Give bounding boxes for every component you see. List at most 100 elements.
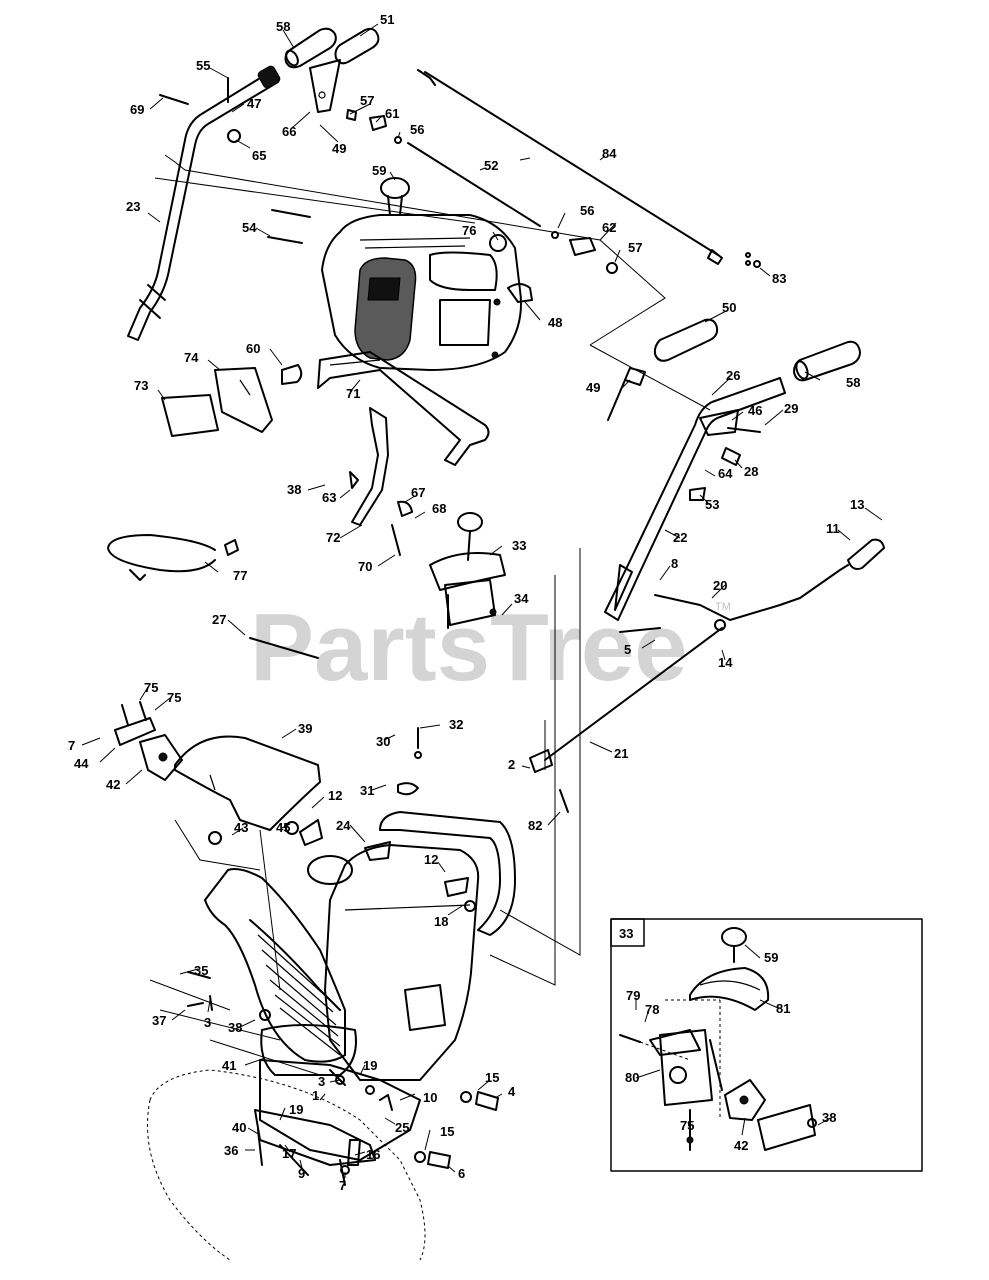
callout: 56 (410, 122, 424, 137)
callout: 33 (512, 538, 526, 553)
chute-deflector (114, 701, 321, 831)
callout: 66 (282, 124, 296, 139)
inset-callout: 81 (776, 1001, 790, 1016)
cable (249, 637, 319, 659)
callout: 30 (376, 734, 390, 749)
callout: 71 (346, 386, 360, 401)
handle-right-small-parts (689, 252, 761, 501)
callout: 67 (411, 485, 425, 500)
callout: 18 (434, 914, 448, 929)
watermark-text: PartsTree (250, 594, 688, 701)
inset-detail-33: 33 (610, 918, 923, 1172)
callout: 29 (784, 401, 798, 416)
inset-callout: 78 (645, 1002, 659, 1017)
upper-handle-right (604, 377, 786, 621)
callout: 48 (548, 315, 562, 330)
callout: 57 (628, 240, 642, 255)
callout: 3 (204, 1015, 211, 1030)
callout: 64 (718, 466, 733, 481)
callout: 8 (671, 556, 678, 571)
callout: 15 (485, 1070, 499, 1085)
callout: 82 (528, 818, 542, 833)
shift-rods (529, 538, 885, 813)
control-rods (407, 69, 723, 265)
callout: 12 (424, 852, 438, 867)
callout: 16 (366, 1147, 380, 1162)
callout: 49 (332, 141, 346, 156)
callout: 7 (68, 738, 75, 753)
shift-lever-assembly (429, 512, 506, 629)
callout: 72 (326, 530, 340, 545)
callout: 63 (322, 490, 336, 505)
callout: 75 (167, 690, 181, 705)
callout: 83 (772, 271, 786, 286)
callout: 31 (360, 783, 374, 798)
callout: 23 (126, 199, 140, 214)
callout: 47 (247, 96, 261, 111)
callout: 40 (232, 1120, 246, 1135)
callout: 36 (224, 1143, 238, 1158)
explosion-guides (149, 154, 711, 1076)
callout: 58 (276, 19, 290, 34)
chute-hardware (187, 727, 476, 1021)
handle-grip-left (284, 27, 337, 69)
callout: 54 (242, 220, 257, 235)
callout: 44 (74, 756, 89, 771)
inset-callout: 79 (626, 988, 640, 1003)
callout: 37 (152, 1013, 166, 1028)
housing-hardware (257, 1091, 499, 1186)
leader-lines (81, 23, 883, 1178)
callout: 34 (514, 591, 529, 606)
callout: 69 (130, 102, 144, 117)
callout: 14 (718, 655, 733, 670)
callout: 52 (484, 158, 498, 173)
callout: 58 (846, 375, 860, 390)
callout: 9 (298, 1166, 305, 1181)
callout: 26 (726, 368, 740, 383)
handle-grip-right (793, 340, 861, 382)
inset-callout: 38 (822, 1110, 836, 1125)
callout: 55 (196, 58, 210, 73)
inset-callout: 59 (764, 950, 778, 965)
callout: 57 (360, 93, 374, 108)
console-small-parts (159, 77, 761, 303)
callout: 7 (339, 1178, 346, 1193)
callout: 53 (705, 497, 719, 512)
callout: 35 (194, 963, 208, 978)
callout: 74 (184, 350, 199, 365)
callout: 50 (722, 300, 736, 315)
callout: 4 (508, 1084, 516, 1099)
callout: 60 (246, 341, 260, 356)
callout: 11 (826, 521, 840, 536)
callout: 59 (372, 163, 386, 178)
callout: 77 (233, 568, 247, 583)
inset-title: 33 (619, 926, 633, 941)
light-and-bracket (281, 351, 490, 466)
callout: 62 (602, 220, 616, 235)
callout: 27 (212, 612, 226, 627)
upper-handle-left (127, 65, 281, 341)
callout: 1 (312, 1088, 319, 1103)
callout: 13 (850, 497, 864, 512)
callout: 39 (298, 721, 312, 736)
callout: 41 (222, 1058, 236, 1073)
inset-callout: 80 (625, 1070, 639, 1085)
callout: 17 (282, 1146, 296, 1161)
callout: 73 (134, 378, 148, 393)
inset-callout: 42 (734, 1138, 748, 1153)
callout: 38 (287, 482, 301, 497)
callout: 25 (395, 1120, 409, 1135)
callout: 70 (358, 559, 372, 574)
callout: 24 (336, 818, 351, 833)
callout: 45 (276, 820, 290, 835)
callout: 61 (385, 106, 399, 121)
callout: 51 (380, 12, 394, 27)
callout: 19 (289, 1102, 303, 1117)
callout: 75 (144, 680, 158, 695)
power-cord (107, 534, 239, 581)
callout: 38 (228, 1020, 242, 1035)
shield-plates (161, 367, 273, 437)
callout: 28 (744, 464, 758, 479)
callout: 76 (462, 223, 476, 238)
